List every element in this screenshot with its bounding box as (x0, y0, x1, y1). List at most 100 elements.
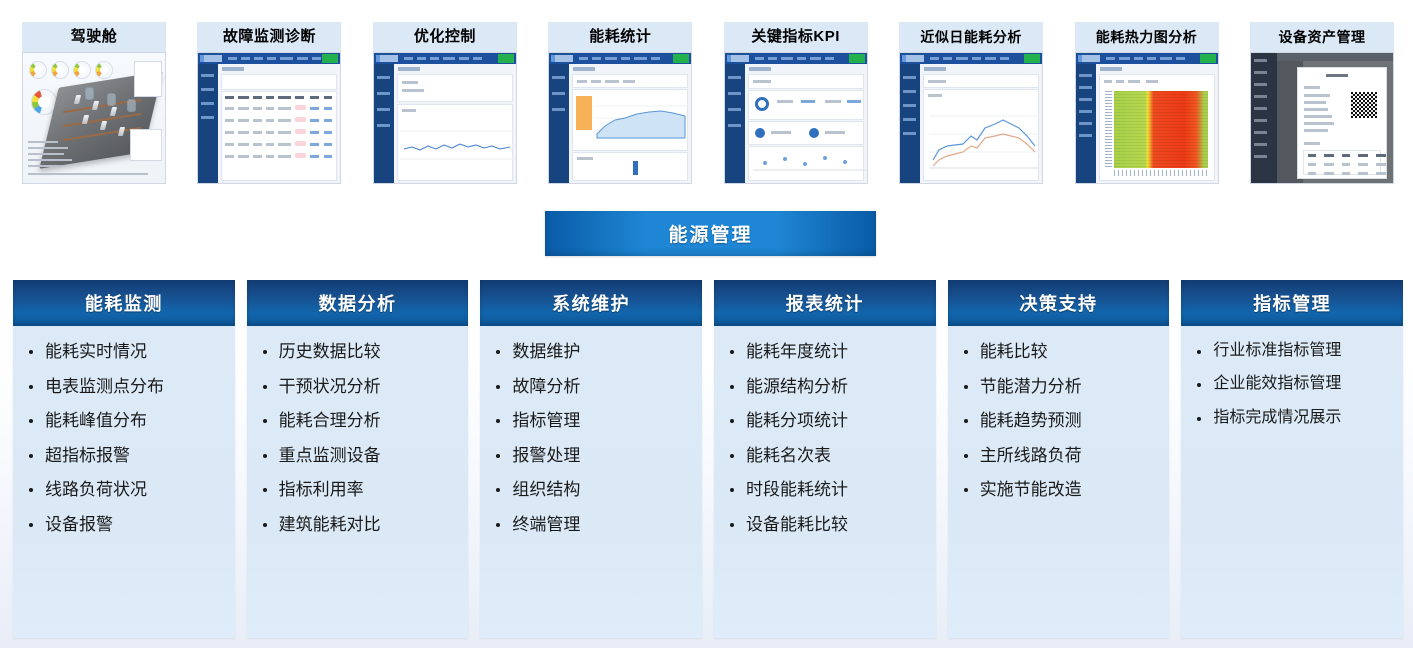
list-item[interactable]: 能耗比较 (960, 342, 1164, 362)
list-item[interactable]: 故障分析 (492, 377, 696, 397)
sidebar-item[interactable] (1253, 71, 1267, 74)
toolbar-item[interactable] (605, 80, 620, 83)
sidebar-item[interactable] (1253, 143, 1267, 146)
sidebar-item[interactable] (1253, 131, 1267, 134)
list-item[interactable]: 能耗实时情况 (25, 342, 229, 362)
sidebar-item[interactable] (376, 124, 390, 127)
sidebar-item[interactable] (903, 118, 917, 121)
column-header[interactable]: 系统维护 (480, 280, 703, 326)
table-link[interactable] (310, 107, 320, 110)
list-item[interactable]: 重点监测设备 (259, 446, 463, 466)
list-item[interactable]: 指标利用率 (259, 480, 463, 500)
sidebar-item[interactable] (1253, 155, 1267, 158)
thumbnail-card-energy-statistics[interactable]: 能耗统计 (548, 22, 693, 184)
list-item[interactable]: 能耗合理分析 (259, 411, 463, 431)
list-item[interactable]: 指标完成情况展示 (1193, 409, 1397, 427)
sidebar-item[interactable] (1078, 134, 1092, 137)
thumbnail-card-asset-management[interactable]: 设备资产管理 (1249, 22, 1394, 184)
table-link[interactable] (310, 143, 320, 146)
sidebar-item[interactable] (201, 116, 215, 119)
sidebar-item[interactable] (1078, 110, 1092, 113)
sidebar-item[interactable] (1078, 98, 1092, 101)
list-item[interactable]: 设备能耗比较 (726, 515, 930, 535)
column-header[interactable]: 数据分析 (246, 280, 469, 326)
list-item[interactable]: 报警处理 (492, 446, 696, 466)
sidebar-item[interactable] (201, 74, 215, 77)
sidebar-item[interactable] (552, 108, 566, 111)
toolbar-item[interactable] (1127, 80, 1140, 83)
action-button[interactable] (1024, 54, 1041, 63)
list-item[interactable]: 节能潜力分析 (960, 377, 1164, 397)
sidebar-item[interactable] (376, 76, 390, 79)
toolbar-item[interactable] (1103, 80, 1112, 83)
table-link[interactable] (324, 107, 333, 110)
toolbar-item[interactable] (1145, 80, 1158, 83)
center-banner-energy-management[interactable]: 能源管理 (545, 211, 876, 256)
sidebar-item[interactable] (1253, 119, 1267, 122)
sidebar-item[interactable] (1253, 83, 1267, 86)
sidebar-item[interactable] (1078, 74, 1092, 77)
sidebar-item[interactable] (903, 90, 917, 93)
sidebar-item[interactable] (727, 108, 741, 111)
list-item[interactable]: 能耗年度统计 (726, 342, 930, 362)
table-link[interactable] (324, 131, 333, 134)
list-item[interactable]: 线路负荷状况 (25, 480, 229, 500)
column-header[interactable]: 决策支持 (947, 280, 1170, 326)
list-item[interactable]: 企业能效指标管理 (1193, 375, 1397, 393)
list-item[interactable]: 设备报警 (25, 515, 229, 535)
table-link[interactable] (324, 143, 333, 146)
table-link[interactable] (310, 131, 320, 134)
table-link[interactable] (324, 155, 333, 158)
list-item[interactable]: 建筑能耗对比 (259, 515, 463, 535)
toolbar-item[interactable] (1115, 80, 1124, 83)
list-item[interactable]: 组织结构 (492, 480, 696, 500)
list-item[interactable]: 能源结构分析 (726, 377, 930, 397)
list-item[interactable]: 能耗分项统计 (726, 411, 930, 431)
sidebar-item[interactable] (1078, 122, 1092, 125)
list-item[interactable]: 数据维护 (492, 342, 696, 362)
sidebar-item[interactable] (727, 76, 741, 79)
thumbnail-card-daily-energy-analysis[interactable]: 近似日能耗分析 (899, 22, 1044, 184)
sidebar-item[interactable] (376, 92, 390, 95)
sidebar-item[interactable] (1253, 59, 1267, 62)
list-item[interactable]: 干预状况分析 (259, 377, 463, 397)
list-item[interactable]: 超指标报警 (25, 446, 229, 466)
column-header[interactable]: 报表统计 (714, 280, 936, 326)
table-link[interactable] (310, 155, 320, 158)
table-link[interactable] (310, 119, 320, 122)
sidebar-item[interactable] (552, 76, 566, 79)
list-item[interactable]: 能耗名次表 (726, 446, 930, 466)
sidebar-item[interactable] (727, 124, 741, 127)
thumbnail-card-energy-heatmap[interactable]: 能耗热力图分析 (1074, 22, 1219, 184)
thumbnail-card-kpi[interactable]: 关键指标KPI (723, 22, 868, 184)
column-header[interactable]: 指标管理 (1181, 280, 1404, 326)
toolbar-item[interactable] (577, 80, 588, 83)
toolbar-item[interactable] (591, 80, 602, 83)
list-item[interactable]: 能耗峰值分布 (25, 411, 229, 431)
column-header[interactable]: 能耗监测 (13, 280, 235, 326)
action-button[interactable] (1199, 54, 1216, 63)
sidebar-item[interactable] (552, 92, 566, 95)
action-button[interactable] (673, 54, 690, 63)
thumbnail-card-optimal-control[interactable]: 优化控制 (372, 22, 517, 184)
thumbnail-card-fault-diagnosis[interactable]: 故障监测诊断 (197, 22, 342, 184)
toolbar-item[interactable] (623, 80, 636, 83)
list-item[interactable]: 终端管理 (492, 515, 696, 535)
sidebar-item[interactable] (376, 108, 390, 111)
sidebar-item[interactable] (1253, 107, 1267, 110)
sidebar-item[interactable] (903, 132, 917, 135)
list-item[interactable]: 电表监测点分布 (25, 377, 229, 397)
list-item[interactable]: 能耗趋势预测 (960, 411, 1164, 431)
list-item[interactable]: 历史数据比较 (259, 342, 463, 362)
thumbnail-card-cockpit[interactable]: 驾驶舱 (22, 22, 166, 184)
list-item[interactable]: 行业标准指标管理 (1193, 342, 1397, 360)
sidebar-item[interactable] (1078, 86, 1092, 89)
list-item[interactable]: 实施节能改造 (960, 480, 1164, 500)
action-button[interactable] (848, 54, 865, 63)
table-link[interactable] (324, 119, 333, 122)
sidebar-item[interactable] (201, 102, 215, 105)
sidebar-item[interactable] (1253, 95, 1267, 98)
list-item[interactable]: 时段能耗统计 (726, 480, 930, 500)
sidebar-item[interactable] (727, 92, 741, 95)
action-button[interactable] (322, 54, 339, 63)
